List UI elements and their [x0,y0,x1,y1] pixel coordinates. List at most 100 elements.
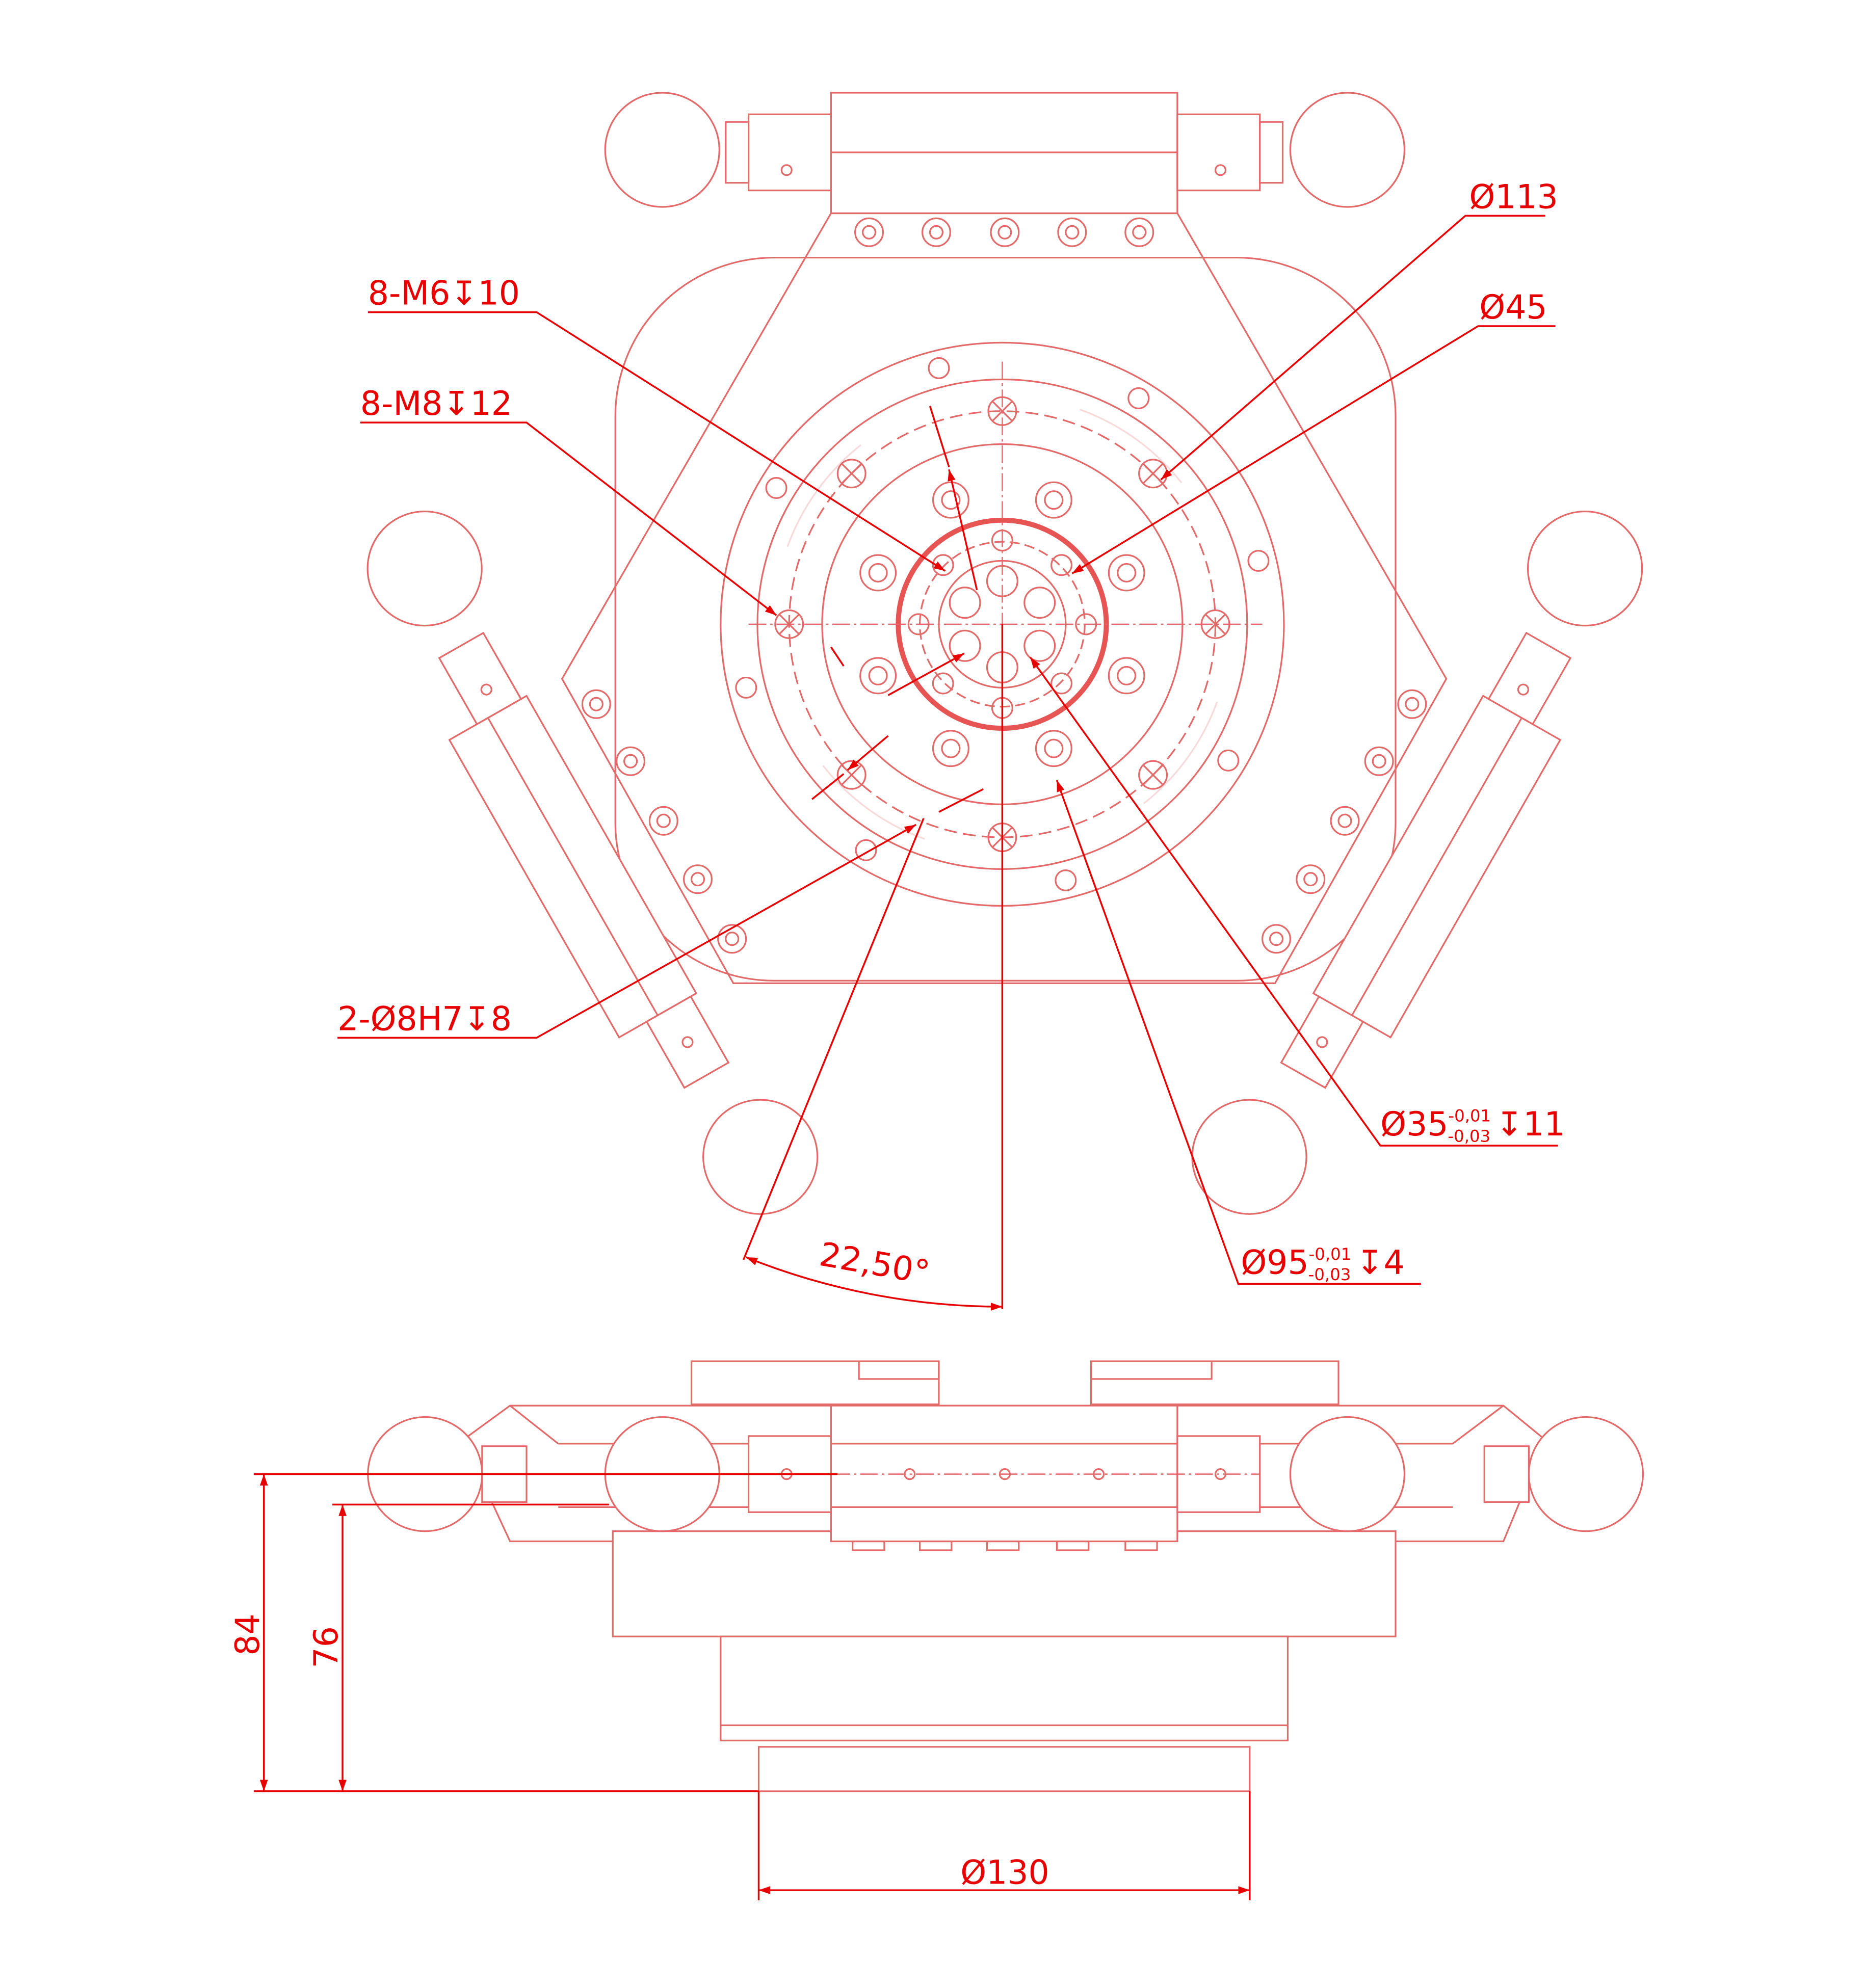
hole-cross [1142,764,1164,786]
hex-socket-icon [656,813,671,828]
outer-screw [1247,549,1270,572]
frame-screw [648,806,678,836]
outer-screw [735,676,757,699]
outer-screw [1217,749,1240,772]
center-screw [949,629,981,662]
frame-screw [581,689,611,719]
dim-d130: Ø130 [960,1854,1049,1892]
hex-socket-icon [941,490,961,510]
slot [1143,701,1218,804]
d45-leader [1071,325,1556,574]
hex-socket-icon [1405,697,1420,711]
hex-socket-icon [1303,872,1318,887]
hex-socket-icon [725,932,740,946]
hole-cross [1204,613,1226,635]
ball-joint [1289,1416,1406,1532]
cap-screw [859,657,897,695]
m8-bolt-hole [836,459,866,489]
hex-socket-icon [690,872,705,887]
angle-line [743,818,925,1260]
hex-socket-icon [589,697,603,711]
callout-angle: 22,50° [817,1235,932,1292]
d35-leader [1029,656,1558,1147]
frame-screws [581,217,1427,954]
hex-socket-icon [1117,666,1137,685]
right-finger-arm [1191,510,1643,1215]
m8-leader [360,421,777,616]
angle-arc [745,1256,1003,1311]
hex-socket-icon [1337,813,1352,828]
d95-leader [1056,780,1421,1285]
m6-leader [367,311,946,572]
pin-leader [337,824,916,1039]
cap-screw [1035,730,1072,767]
flange-cylinder [757,1746,1251,1792]
frame-screw [1296,864,1326,894]
callout-d45: Ø45 [1479,288,1547,327]
frame-screw [1397,689,1427,719]
hex-socket-icon [1044,738,1064,758]
gripper-body-outline [561,212,1448,984]
outer-screw [1055,869,1077,892]
ball-joint [1289,92,1406,208]
body-adapter [720,1635,1289,1741]
side-view [367,1360,1644,1792]
frame-screw [1330,806,1360,836]
cap-screw [1108,554,1145,592]
side-view-dimensions: 84 76 Ø130 [229,1473,1251,1900]
left-finger-arm [366,510,819,1215]
m6-bolt-hole [1050,672,1073,695]
m6-bolt-hole [932,672,954,695]
top-view-dimensions: Ø113 Ø45 8-M6↧10 8-M8↧12 2-Ø8H7↧8 Ø35-0,… [337,178,1565,1311]
callout-m6: 8-M6↧10 [368,275,520,313]
callout-pin: 2-Ø8H7↧8 [337,1000,512,1038]
cap-screw [932,481,969,519]
hex-socket-icon [997,225,1012,240]
hex-socket-icon [868,563,888,582]
m6-bolt-hole [1050,554,1073,576]
top-jaw-left [690,1360,940,1406]
frame-screw [990,217,1020,247]
cap-screw [932,730,969,767]
center-screw [949,587,981,619]
frame-screw [854,217,884,247]
hex-socket-icon [623,754,638,768]
hex-socket-icon [1065,225,1080,240]
ball-joint [1528,1416,1644,1532]
hex-socket-icon [941,738,961,758]
frame-screw [683,864,713,894]
hole-cross [840,463,862,485]
body-base [612,1530,1397,1637]
callout-d113: Ø113 [1469,178,1558,216]
top-finger-arm [604,92,1406,215]
outer-screw [765,477,787,499]
frame-screw [616,746,646,776]
frame-screw [921,217,951,247]
frame-screw [1364,746,1394,776]
m8-bolt-hole [774,609,804,639]
dim-76: 76 [307,1626,346,1668]
hex-socket-icon [1132,225,1147,240]
hole-cross [1142,463,1164,485]
hex-socket-icon [1044,490,1064,510]
m6-bolt-hole [932,554,954,576]
callout-d35: Ø35-0,01-0,03↧11 [1380,1105,1565,1146]
center-screw [1023,587,1056,619]
cap-screw [1035,481,1072,519]
top-jaw-right [1090,1360,1339,1406]
outer-screw [928,357,950,379]
hex-socket-icon [861,225,877,240]
hex-socket-icon [1372,754,1386,768]
hex-socket-icon [868,666,888,685]
hex-socket-icon [1269,932,1284,946]
outer-screw [855,839,877,861]
callout-d95: Ø95-0,01-0,03↧4 [1241,1243,1404,1284]
hex-socket-icon [929,225,944,240]
frame-screw [1124,217,1154,247]
outer-screw [1127,387,1150,410]
frame-screw [717,924,747,954]
center-screw [1023,629,1056,662]
frame-screw [1057,217,1087,247]
